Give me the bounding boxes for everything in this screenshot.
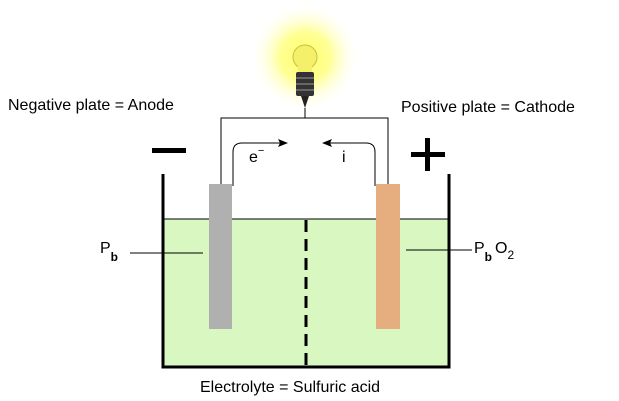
electron-flow-arrow — [232, 139, 288, 186]
wire-right — [306, 117, 389, 184]
light-bulb-icon — [250, 2, 360, 118]
electron-superscript: − — [258, 145, 264, 157]
positive-plate-label: Positive plate = Cathode — [401, 99, 575, 116]
wire-left — [220, 117, 306, 184]
cathode-material-sub: b — [485, 250, 492, 264]
anode-plate — [209, 184, 232, 329]
cathode-material-o: O — [495, 240, 507, 257]
electron-label: e− — [249, 145, 264, 166]
negative-plate-label: Negative plate = Anode — [8, 97, 174, 114]
anode-material-sub: b — [111, 250, 118, 264]
minus-sign — [152, 148, 186, 153]
plus-sign — [411, 138, 445, 171]
container — [161, 174, 451, 369]
electrolyte-label: Electrolyte = Sulfuric acid — [200, 379, 380, 396]
current-flow-arrow — [322, 139, 376, 186]
cathode-material-o-sub: 2 — [507, 248, 514, 262]
cathode-plate — [376, 184, 400, 329]
current-label: i — [342, 149, 346, 166]
anode-material-label: Pb — [100, 240, 118, 264]
